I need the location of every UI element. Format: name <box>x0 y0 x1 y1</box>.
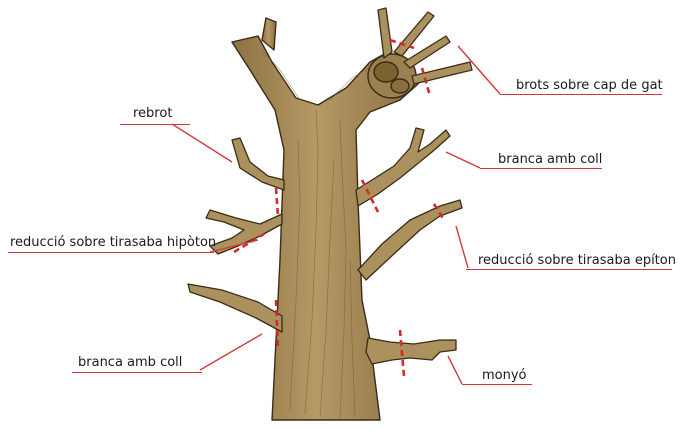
underline-branca-coll-esquerra <box>72 372 202 373</box>
cut-mark-right-collar <box>360 179 380 213</box>
cut-mark-left-collar <box>274 299 280 351</box>
underline-rebrot <box>120 124 190 125</box>
leader-lines <box>171 45 501 385</box>
cut-mark-hypoton <box>233 232 265 254</box>
label-rebrot: rebrot <box>133 106 173 121</box>
underline-reduccio-epiton <box>466 269 672 270</box>
label-branca-coll-esquerra: branca amb coll <box>78 355 183 370</box>
bark-texture <box>261 49 373 419</box>
cut-marks <box>233 38 446 377</box>
label-reduccio-epiton: reducció sobre tirasaba epíton <box>478 253 676 268</box>
label-brots-cap-gat: brots sobre cap de gat <box>516 78 663 93</box>
cut-mark-knot-right <box>420 67 432 97</box>
cut-mark-rebrot <box>274 187 280 217</box>
cut-mark-epiton <box>432 203 446 221</box>
underline-branca-coll-dreta <box>480 168 602 169</box>
cut-mark-monyo <box>398 329 406 377</box>
label-monyo: monyó <box>482 368 527 383</box>
underline-reduccio-hipoton <box>8 252 214 253</box>
cut-mark-knot-top <box>389 38 415 50</box>
label-branca-coll-dreta: branca amb coll <box>498 152 603 167</box>
label-reduccio-hipoton: reducció sobre tirasaba hipòton <box>10 235 217 250</box>
underline-monyo <box>462 384 532 385</box>
underline-brots-cap-gat <box>500 94 662 95</box>
tree-branches <box>187 7 473 365</box>
